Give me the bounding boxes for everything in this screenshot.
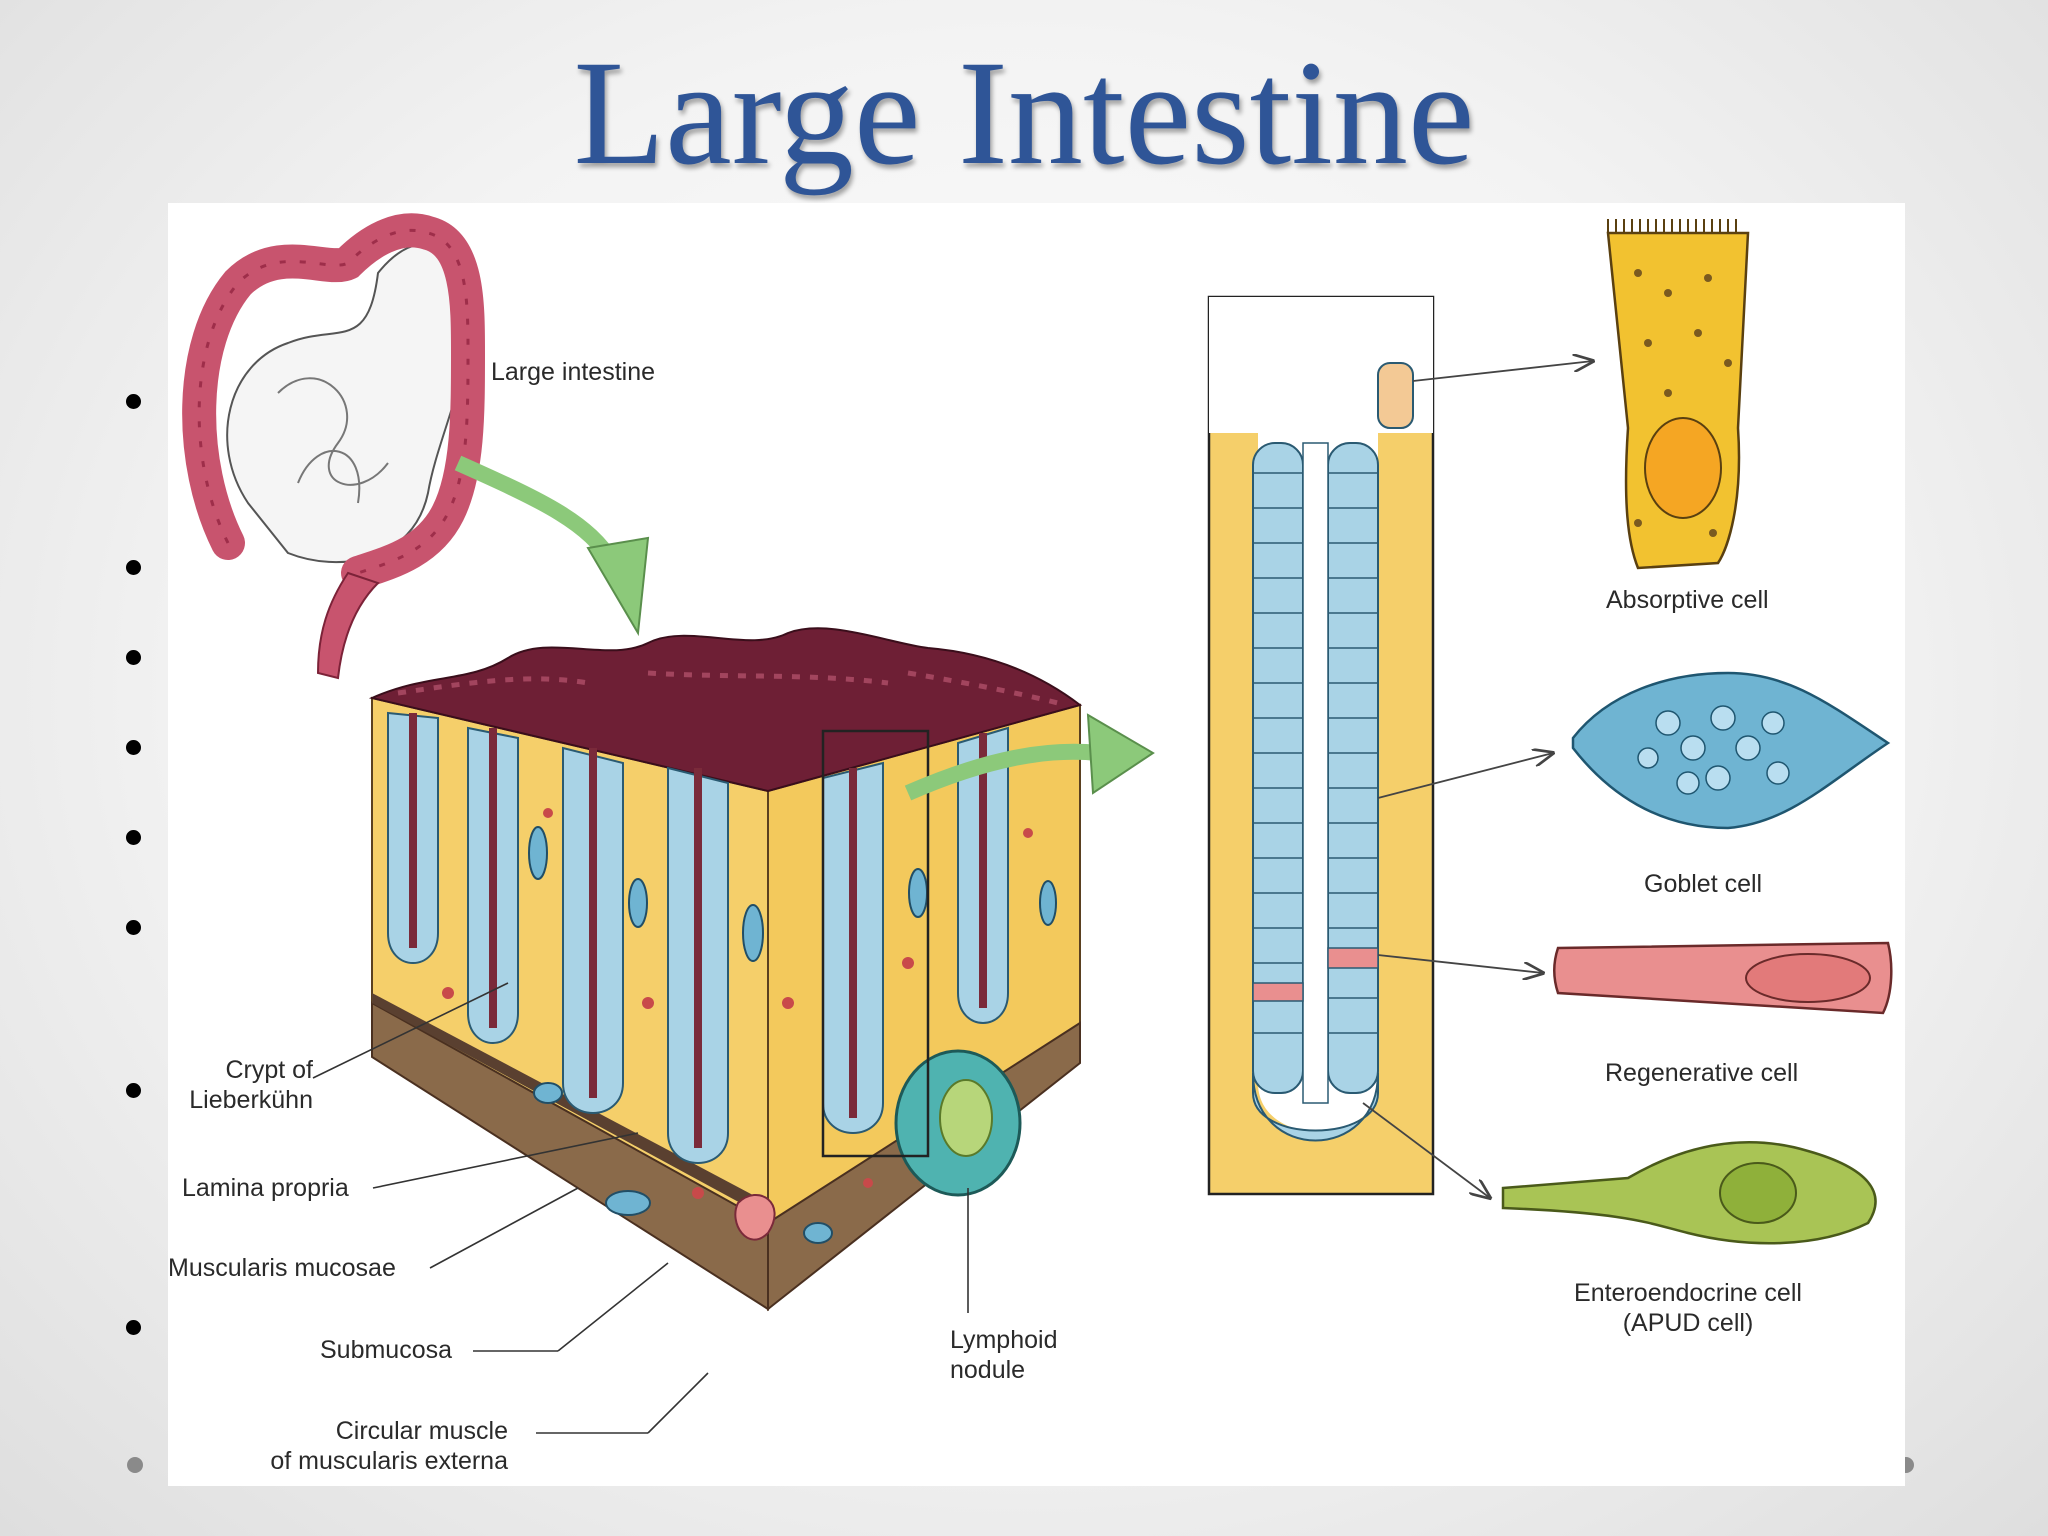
absorptive-cell-illustration — [1606, 219, 1750, 570]
label-submucosa: Submucosa — [320, 1336, 453, 1364]
label-circular-line2: of muscularis externa — [270, 1447, 508, 1475]
label-absorptive-cell: Absorptive cell — [1606, 586, 1769, 614]
label-enteroendocrine-cell: Enteroendocrine cell (APUD cell) — [1558, 1278, 1818, 1338]
label-lymphoid-line1: Lymphoid — [950, 1326, 1058, 1354]
label-lymphoid-line2: nodule — [950, 1356, 1026, 1384]
label-circular-line1: Circular muscle — [335, 1417, 508, 1445]
goblet-cell-illustration — [1571, 671, 1891, 830]
enteroendocrine-cell-illustration — [1501, 1141, 1877, 1245]
label-muscularis-mucosae: Muscularis mucosae — [168, 1254, 396, 1282]
bullet — [126, 740, 141, 755]
label-crypt-of-lieberkuhn: Crypt of Lieberkühn — [168, 1055, 313, 1115]
diagram-svg — [182, 213, 1893, 1434]
label-crypt-line2: Lieberkühn — [189, 1086, 313, 1114]
diagram-figure: Large intestine Crypt of Lieberkühn Lami… — [168, 203, 1905, 1486]
bullet — [126, 1083, 141, 1098]
bullet — [126, 830, 141, 845]
label-regenerative-cell: Regenerative cell — [1605, 1059, 1799, 1087]
bullet — [126, 1320, 141, 1335]
crypt-detail — [1207, 295, 1435, 1196]
regenerative-cell-illustration — [1553, 941, 1893, 1015]
green-arrow-1-head — [586, 536, 650, 637]
slide-nav-dot-left — [127, 1457, 143, 1473]
label-crypt-line1: Crypt of — [225, 1056, 313, 1084]
slide-title: Large Intestine — [573, 30, 1475, 196]
green-arrow-2-head — [1086, 713, 1155, 795]
bullet — [126, 650, 141, 665]
label-lamina-propria: Lamina propria — [182, 1174, 349, 1202]
label-goblet-cell: Goblet cell — [1644, 870, 1763, 898]
label-entero-line1: Enteroendocrine cell — [1574, 1279, 1802, 1307]
label-large-intestine: Large intestine — [491, 358, 656, 386]
label-entero-line2: (APUD cell) — [1622, 1309, 1754, 1337]
label-lymphoid-nodule: Lymphoid nodule — [950, 1325, 1057, 1385]
label-circular-muscle: Circular muscle of muscularis externa — [248, 1416, 508, 1476]
colon-illustration — [182, 213, 486, 680]
bullet — [126, 394, 141, 409]
bullet — [126, 560, 141, 575]
green-arrow-2 — [904, 743, 1099, 801]
tissue-block — [368, 627, 1083, 1312]
bullet — [126, 920, 141, 935]
